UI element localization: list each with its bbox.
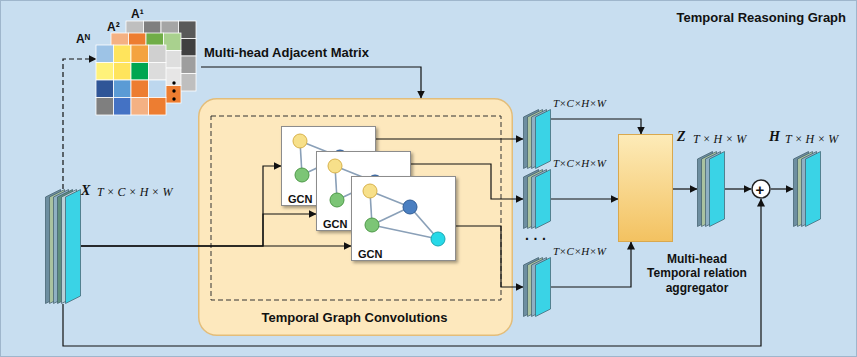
matrix-head-label: A¹ <box>131 7 144 21</box>
adjacency-matrix: Multi-head Adjacent Matrix <box>96 21 201 115</box>
text-holder: T×C×H×W <box>553 241 606 259</box>
text-holder: A² <box>107 17 120 35</box>
connector-arrow <box>81 245 351 246</box>
connector-arrow <box>551 242 631 287</box>
tensor-name: X <box>81 183 90 199</box>
connector-arrow <box>201 67 421 98</box>
tensor-shape: T×C×H×W <box>553 245 606 257</box>
text-holder: X <box>81 181 90 199</box>
tensor-shape: T × H × W <box>785 132 838 147</box>
gcn-label: GCN <box>288 193 312 205</box>
tensor-name: H <box>769 129 780 145</box>
output-feature-stack: T×C×H×W <box>523 109 551 169</box>
text-holder: Z <box>677 127 686 145</box>
output-feature-stack: T×C×H×W <box>523 169 551 229</box>
feature-stack-illustration <box>697 151 725 227</box>
text-holder: Temporal Graph Convolutions <box>261 308 447 326</box>
text-holder: Multi-head Temporal relation aggregator <box>640 252 754 295</box>
text-holder: Multi-head Adjacent Matrix <box>204 43 369 61</box>
text-holder: T × H × W <box>785 129 838 147</box>
feature-stack-illustration <box>523 169 551 229</box>
aggregated-stack: ZT × H × W <box>697 151 725 227</box>
output-stack: HT × H × W <box>793 151 821 227</box>
text-holder: T × H × W <box>693 129 746 147</box>
aggregator-box: Multi-head Temporal relation aggregator <box>618 134 673 242</box>
figure-title: Temporal Reasoning Graph <box>676 10 846 25</box>
text-holder: T × C × H × W <box>97 182 172 200</box>
container-label: Temporal Graph Convolutions <box>261 310 447 325</box>
tensor-shape: T × C × H × W <box>97 185 172 200</box>
connector-arrow <box>725 188 751 189</box>
text-holder: GCN <box>358 244 382 262</box>
ellipsis: · · · <box>525 231 547 247</box>
text-holder: A¹ <box>131 4 144 22</box>
tensor-shape: T × H × W <box>693 132 746 147</box>
feature-stack-illustration <box>793 151 821 227</box>
text-holder: + <box>756 181 765 199</box>
feature-stack-illustration <box>45 189 81 304</box>
sum-node: + <box>751 179 771 199</box>
tensor-shape: T×C×H×W <box>553 157 606 169</box>
input-feature-stack: XT × C × H × W <box>45 189 81 304</box>
gcn-label: GCN <box>323 218 347 230</box>
text-holder: Temporal Reasoning Graph <box>676 8 846 26</box>
gcn-panel: GCN <box>351 176 456 261</box>
sum-symbol: + <box>756 182 765 197</box>
connector-arrow <box>63 59 96 189</box>
connector-arrow <box>673 188 697 189</box>
text-holder: H <box>769 127 780 145</box>
connector-arrow <box>551 198 618 199</box>
text-holder: GCN <box>323 214 347 232</box>
matrix-label: Multi-head Adjacent Matrix <box>204 45 369 60</box>
connector-arrow <box>551 119 641 134</box>
feature-stack-illustration <box>523 109 551 169</box>
text-holder: Aᴺ <box>76 29 90 47</box>
output-feature-stack: T×C×H×W <box>523 257 551 317</box>
text-holder: T×C×H×W <box>553 93 606 111</box>
text-holder: T×C×H×W <box>553 153 606 171</box>
connector-arrow <box>376 138 523 139</box>
text-holder: · · · <box>525 230 547 248</box>
matrix-head-label: Aᴺ <box>76 32 90 46</box>
tensor-shape: T×C×H×W <box>553 97 606 109</box>
connector-arrow <box>771 188 793 189</box>
gcn-label: GCN <box>358 248 382 260</box>
matrix-head-label: A² <box>107 20 120 34</box>
text-holder: GCN <box>288 189 312 207</box>
matrix-illustration <box>96 21 201 115</box>
aggregator-label: Multi-head Temporal relation aggregator <box>640 252 754 295</box>
tensor-name: Z <box>677 129 686 145</box>
gcn-container: Temporal Graph Convolutions GCN GCN GCN <box>198 98 513 336</box>
feature-stack-illustration <box>523 257 551 317</box>
